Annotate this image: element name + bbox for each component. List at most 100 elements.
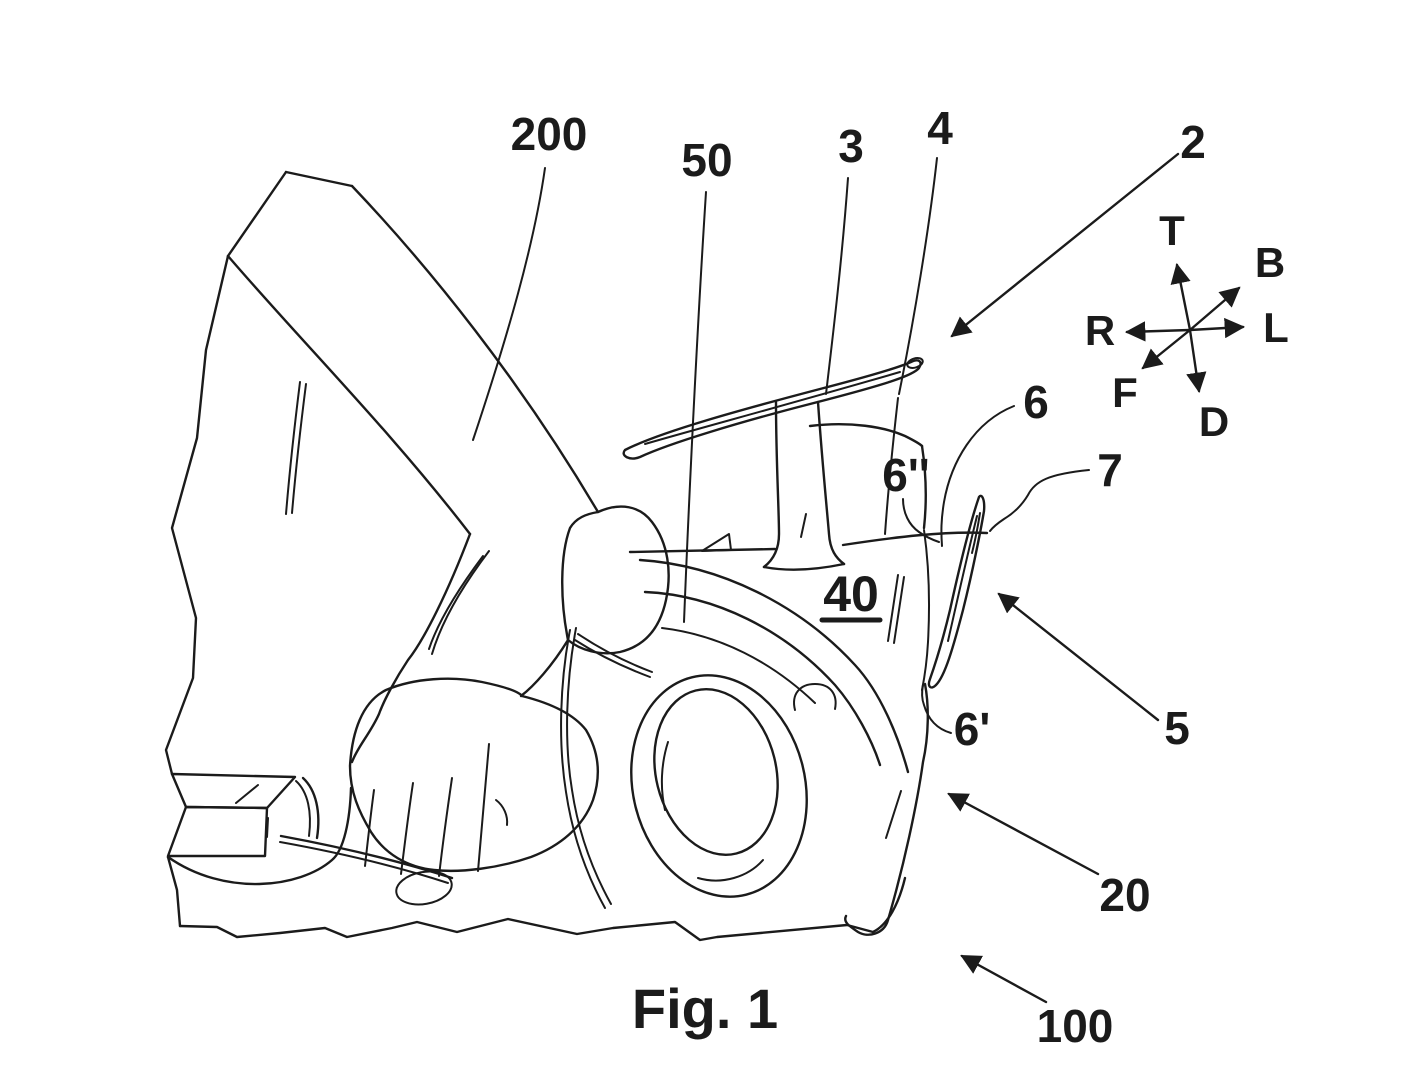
fin-inner-line [947, 515, 978, 642]
side-panel-right-edge [844, 682, 929, 936]
body-hatch-mark [887, 574, 899, 642]
leader-line-3 [825, 177, 849, 395]
fin-channel-line [921, 529, 930, 691]
ref-label-5: 5 [1164, 702, 1190, 754]
compass-axis-front [1141, 328, 1192, 370]
ref-label-50: 50 [681, 134, 732, 186]
arrow-5 [997, 592, 1160, 722]
orientation-compass: T B L R F D [1085, 207, 1289, 445]
headlight-highlight-arc [697, 859, 764, 882]
elbow-crease-line [431, 550, 490, 655]
fairing-body [166, 397, 989, 942]
fin-outline [927, 494, 986, 689]
ref-label-40: 40 [823, 566, 879, 622]
headlight-outer-oval [630, 674, 808, 898]
headlight-highlight-arc [660, 741, 669, 811]
arm-left-edge [226, 254, 472, 536]
box-hatch-mark [235, 784, 259, 804]
compass-label-top: T [1159, 207, 1185, 254]
hand-outline [348, 677, 599, 873]
screen-strut-right [884, 397, 899, 535]
console-pad [561, 505, 670, 655]
reference-arrows [947, 152, 1180, 1004]
figure-caption: Fig. 1 [632, 977, 778, 1040]
ref-label-4: 4 [927, 102, 953, 154]
bottom-zigzag-edge [178, 876, 907, 942]
body-left-silhouette [164, 254, 230, 776]
compass-label-right: R [1085, 307, 1115, 354]
fairing-sweep-line-c [661, 627, 816, 704]
leader-line-7 [989, 469, 1090, 532]
compass-label-back: B [1255, 239, 1285, 286]
panel-upper-edge [920, 444, 927, 530]
fairing-sweep-line-a [638, 558, 910, 774]
mirror-stem-right-edge [816, 400, 846, 566]
screen-base-edge [808, 423, 924, 448]
blade-tip-loop [906, 357, 924, 369]
forearm-right-edge [519, 638, 570, 698]
stem-dash-mark [800, 513, 807, 538]
arrow-2 [950, 152, 1180, 338]
shoulder-top-edge [284, 170, 354, 188]
rider-hand [348, 677, 599, 906]
under-box-arc [166, 786, 353, 886]
compass-label-left: L [1263, 304, 1289, 351]
finger-line [400, 782, 414, 875]
ref-label-200: 200 [511, 108, 588, 160]
blade-outline [622, 359, 922, 460]
brake-lever-bottom-edge [279, 841, 449, 884]
windscreen-blade [622, 357, 924, 460]
winglet-fin [927, 494, 986, 689]
panel-hatch-mark [885, 790, 902, 839]
ref-label-20: 20 [1099, 869, 1150, 921]
shoulder-left-edge [226, 170, 288, 258]
mirror-stem-left-edge [762, 400, 781, 569]
thumb-tip [495, 799, 509, 826]
headlight-ring-arc [574, 639, 651, 678]
leader-lines [472, 157, 1090, 734]
leader-line-4 [898, 157, 938, 395]
compass-axis-down [1186, 328, 1207, 394]
compass-axis-right [1124, 321, 1192, 342]
ref-label-7: 7 [1097, 444, 1123, 496]
left-crease-line [560, 629, 606, 909]
rider-arm [164, 170, 600, 776]
mirror-stem-foot [762, 562, 846, 571]
fin-tip-inner-line [971, 512, 981, 554]
lower-left-jag [166, 855, 182, 928]
blade-inner-line [644, 371, 901, 445]
box-dash-mark [266, 817, 269, 838]
headlight [630, 674, 808, 898]
ref-label-6-doubleprime: 6'' [882, 449, 929, 501]
body-hatch-mark [893, 576, 905, 644]
compass-axis-back [1188, 286, 1241, 332]
ref-label-100: 100 [1037, 1000, 1114, 1052]
handlebar [166, 772, 454, 884]
arrow-20 [947, 792, 1100, 876]
base-flag [701, 533, 732, 552]
compass-axis-top [1170, 262, 1192, 332]
sleeve-crease-line [291, 383, 307, 514]
arm-right-edge [350, 184, 600, 514]
rim-tab [793, 683, 837, 711]
reference-labels: 200 50 3 4 2 6 6'' 7 40 6' 5 20 100 [511, 102, 1206, 1052]
bar-end-box-front [166, 805, 269, 858]
leader-line-6 [940, 405, 1015, 547]
headlight-inner-oval [653, 688, 779, 856]
bar-end-box-top [170, 772, 297, 810]
forearm-left-edge [350, 532, 472, 764]
ref-label-3: 3 [838, 120, 864, 172]
arrow-100 [960, 954, 1048, 1004]
compass-axis-left [1188, 317, 1246, 339]
finger-line [477, 743, 490, 872]
ref-label-2: 2 [1180, 116, 1206, 168]
grip-flange-outer [301, 776, 320, 840]
curled-pinky [395, 870, 453, 906]
sleeve-crease-line [285, 381, 301, 515]
leader-line-6-doubleprime [902, 498, 940, 543]
compass-label-down: D [1199, 398, 1229, 445]
leader-line-6-prime [921, 684, 952, 734]
fairing-sweep-line-b [643, 590, 882, 767]
